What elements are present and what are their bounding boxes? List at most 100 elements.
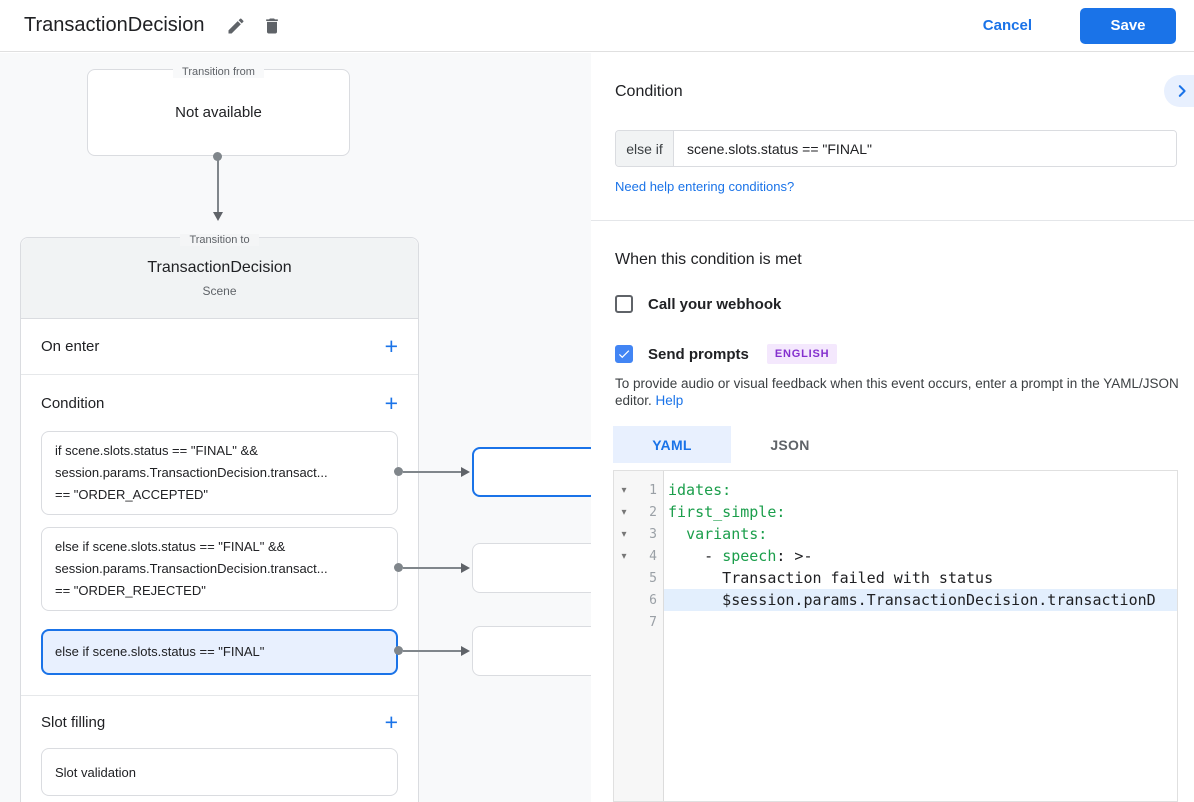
send-prompts-checkbox[interactable] (615, 345, 633, 363)
code-line[interactable]: Transaction failed with status (668, 569, 994, 587)
delete-scene-button[interactable] (254, 8, 290, 44)
condition-item-final-selected[interactable]: else if scene.slots.status == "FINAL" (41, 629, 398, 675)
transition-target-node-3[interactable] (472, 626, 598, 676)
add-on-enter-button[interactable]: + (384, 333, 398, 359)
gutter-row: ▾2 (614, 501, 663, 523)
condition-item-order-rejected[interactable]: else if scene.slots.status == "FINAL" &&… (41, 527, 398, 611)
pencil-icon (226, 16, 246, 36)
top-bar: TransactionDecision Cancel Save (0, 0, 1194, 52)
code-line[interactable]: variants: (686, 525, 768, 543)
transition-target-node-1[interactable] (472, 447, 598, 497)
line-number: 2 (649, 504, 657, 520)
panel-divider (591, 220, 1194, 221)
add-slot-button[interactable]: + (384, 708, 398, 735)
scene-card-title: TransactionDecision (147, 258, 292, 276)
send-prompts-label: Send prompts (648, 345, 749, 363)
on-enter-label: On enter (41, 338, 100, 355)
tab-yaml[interactable]: YAML (613, 426, 731, 463)
transition-from-value: Not available (175, 104, 262, 121)
send-prompts-check-row[interactable]: Send prompts ENGLISH (615, 344, 838, 364)
webhook-checkbox[interactable] (615, 295, 633, 313)
condition-section-label: Condition (41, 394, 105, 412)
transition-from-node[interactable]: Transition from Not available (87, 66, 350, 156)
transition-from-legend-wrap: Transition from (88, 62, 349, 79)
code-line[interactable]: first_simple: (668, 503, 786, 521)
condition-help-link[interactable]: Need help entering conditions? (615, 179, 795, 194)
transition-to-legend-wrap: Transition to (21, 230, 418, 248)
gutter-row: ▾4 (614, 545, 663, 567)
transition-to-card: Transition to TransactionDecision Scene … (20, 234, 419, 802)
collapse-panel-button[interactable] (1164, 75, 1194, 107)
line-number: 6 (649, 592, 657, 608)
fold-arrow-icon[interactable]: ▾ (621, 506, 627, 518)
line-number: 1 (649, 482, 657, 498)
check-icon (617, 347, 631, 361)
condition-operator-label: else if (616, 131, 674, 166)
help-link[interactable]: Help (655, 393, 684, 408)
slot-validation-label: Slot validation (55, 764, 136, 780)
arrow-right-icon-3 (461, 646, 470, 656)
gutter-row: 5 (614, 567, 663, 589)
connector-dot-2 (394, 563, 403, 572)
slot-validation-item[interactable]: Slot validation (41, 748, 398, 796)
condition-item-order-accepted[interactable]: if scene.slots.status == "FINAL" && sess… (41, 431, 398, 515)
gutter-row: ▾1 (614, 479, 663, 501)
code-line-highlighted[interactable]: $session.params.TransactionDecision.tran… (664, 589, 1177, 611)
connector-line-vertical (217, 160, 219, 212)
condition-text-line: session.params.TransactionDecision.trans… (55, 465, 328, 480)
line-number: 7 (649, 614, 657, 630)
fold-arrow-icon[interactable]: ▾ (621, 484, 627, 496)
connector-line-2 (403, 567, 461, 569)
connector-dot-3 (394, 646, 403, 655)
transition-target-node-2[interactable] (472, 543, 598, 593)
language-badge: ENGLISH (766, 344, 838, 364)
webhook-check-row[interactable]: Call your webhook (615, 295, 781, 313)
condition-text-line: session.params.TransactionDecision.trans… (55, 561, 328, 576)
condition-expression-group: else if scene.slots.status == "FINAL" (615, 130, 1177, 167)
code-line[interactable] (664, 611, 1177, 633)
condition-text-line: == "ORDER_REJECTED" (55, 583, 206, 598)
condition-section: Condition + if scene.slots.status == "FI… (21, 375, 418, 696)
fold-arrow-icon[interactable]: ▾ (621, 528, 627, 540)
condition-text-line: else if scene.slots.status == "FINAL" && (55, 539, 286, 554)
condition-details-panel: Condition else if scene.slots.status == … (591, 53, 1194, 802)
condition-panel-heading: Condition (615, 83, 683, 100)
slot-filling-label: Slot filling (41, 713, 106, 731)
editor-code[interactable]: idates: first_simple: variants: - speech:… (664, 471, 1177, 801)
when-met-heading: When this condition is met (615, 251, 802, 268)
chevron-right-icon (1173, 82, 1191, 100)
condition-expression-input[interactable]: scene.slots.status == "FINAL" (674, 131, 1176, 166)
connector-line-1 (403, 471, 461, 473)
gutter-row: 7 (614, 611, 663, 633)
cancel-button[interactable]: Cancel (977, 16, 1038, 35)
connector-line-3 (403, 650, 461, 652)
prompt-description-text: To provide audio or visual feedback when… (615, 376, 1179, 408)
add-condition-button[interactable]: + (384, 389, 398, 416)
transition-from-legend: Transition from (173, 66, 264, 78)
scene-card-header[interactable]: TransactionDecision Scene (21, 238, 418, 319)
page-title: TransactionDecision (24, 14, 205, 36)
code-line[interactable]: idates: (668, 481, 732, 499)
tab-json[interactable]: JSON (770, 436, 810, 453)
arrow-right-icon-1 (461, 467, 470, 477)
connector-dot-1 (394, 467, 403, 476)
webhook-label: Call your webhook (648, 295, 782, 313)
on-enter-row[interactable]: On enter + (21, 319, 418, 375)
slot-filling-section: Slot filling + Slot validation (21, 696, 418, 796)
save-button[interactable]: Save (1080, 7, 1176, 44)
arrow-down-icon (213, 212, 223, 221)
condition-text-line: else if scene.slots.status == "FINAL" (55, 644, 265, 659)
fold-arrow-icon[interactable]: ▾ (621, 550, 627, 562)
slot-filling-header-row: Slot filling + (21, 696, 418, 748)
condition-text-line: == "ORDER_ACCEPTED" (55, 487, 208, 502)
line-number: 5 (649, 570, 657, 586)
gutter-row: 6 (614, 589, 663, 611)
edit-scene-button[interactable] (218, 8, 254, 44)
line-number: 4 (649, 548, 657, 564)
trash-icon (262, 16, 282, 36)
code-line[interactable]: - speech: >- (668, 547, 813, 565)
line-number: 3 (649, 526, 657, 542)
